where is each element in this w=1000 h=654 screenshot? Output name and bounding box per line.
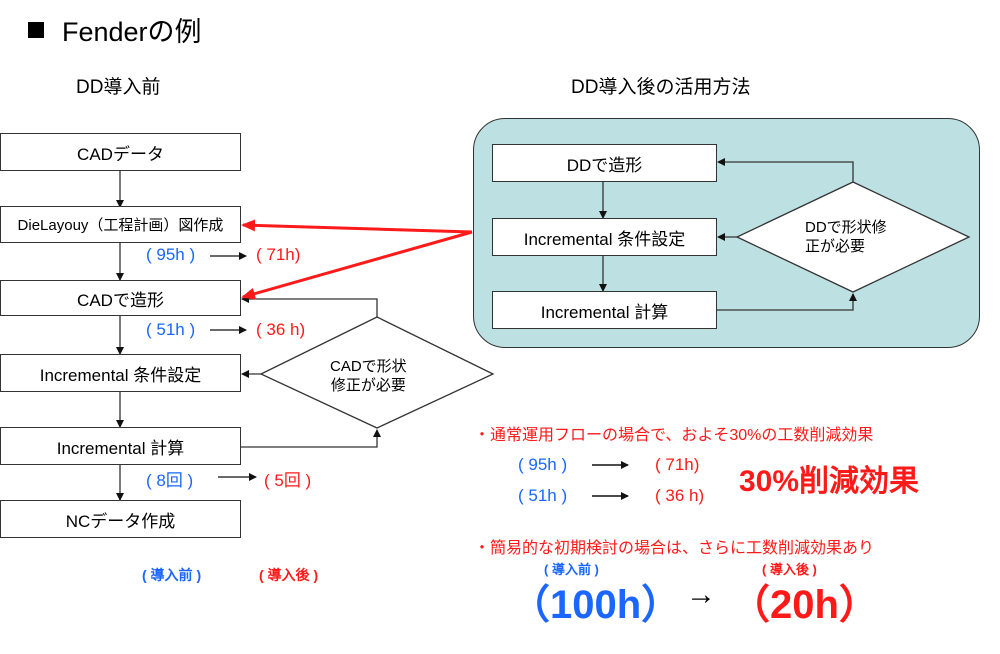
decision-line-1: DDで形状修 (805, 219, 887, 236)
step-dd-incremental-calc: Incremental 計算 (492, 291, 717, 329)
step-die-layout: DieLayouy（工程計画）図作成 (0, 206, 241, 243)
decision-diamond-after (735, 181, 971, 293)
compare-after-5-times: ( 5回 ) (264, 471, 312, 490)
reduction-effect-label: 30%削減効果 (739, 465, 920, 498)
step-dd-incremental-conditions: Incremental 条件設定 (492, 218, 717, 256)
compare-before-51h: ( 51h ) (146, 320, 196, 339)
big-after-20h: （20h） (730, 583, 879, 627)
decision-text-after: DDで形状修 正が必要 (805, 218, 887, 256)
note-simple-study: ・簡易的な初期検討の場合は、さらに工数削減効果あり (474, 540, 875, 557)
big-label-after: ( 導入後 ) (762, 562, 817, 577)
step-nc-data: NCデータ作成 (0, 500, 241, 538)
step-incremental-conditions: Incremental 条件設定 (0, 354, 241, 392)
loop-arrow-to-cad-shaping (241, 295, 378, 317)
step-cad-data: CADデータ (0, 133, 241, 171)
step-cad-shaping: CADで造形 (0, 280, 241, 316)
compare-before-95h: ( 95h ) (146, 245, 196, 264)
legend-before: ( 導入前 ) (142, 567, 202, 583)
summary-after-36h: ( 36 h) (655, 486, 705, 505)
panel-loop-from-calc (717, 293, 857, 311)
decision-line-2: 正が必要 (805, 238, 866, 255)
panel-loop-to-dd-shaping (717, 158, 854, 182)
step-dd-shaping: DDで造形 (492, 144, 717, 182)
summary-before-95h: ( 95h ) (518, 455, 568, 474)
loop-arrow-from-calc (241, 429, 381, 448)
summary-after-71h: ( 71h) (655, 455, 700, 474)
decision-text-before: CADで形状 修正が必要 (330, 357, 407, 395)
red-arrow-to-die-layout (241, 219, 473, 234)
note-normal-flow: ・通常運用フローの場合で、およそ30%の工数削減効果 (474, 427, 874, 444)
compare-after-71h: ( 71h) (256, 245, 301, 264)
summary-before-51h: ( 51h ) (518, 486, 568, 505)
page-title-text: Fenderの例 (62, 17, 202, 47)
black-square-bullet-icon (28, 22, 44, 38)
after-heading: DD導入後の活用方法 (571, 77, 751, 98)
big-arrow-icon: → (686, 578, 716, 611)
compare-after-36h: ( 36 h) (256, 320, 306, 339)
legend-after: ( 導入後 ) (259, 567, 319, 583)
decision-diamond-before (259, 316, 495, 429)
decision-line-2: 修正が必要 (330, 377, 406, 394)
decision-line-1: CADで形状 (330, 358, 407, 375)
before-heading: DD導入前 (76, 77, 161, 98)
compare-before-8-times: ( 8回 ) (146, 471, 194, 490)
page-title: Fenderの例 (28, 10, 202, 49)
red-arrow-to-cad-shaping (241, 230, 473, 300)
big-label-before: ( 導入前 ) (544, 562, 599, 577)
step-incremental-calc: Incremental 計算 (0, 427, 241, 465)
big-before-100h: （100h） (510, 583, 682, 627)
